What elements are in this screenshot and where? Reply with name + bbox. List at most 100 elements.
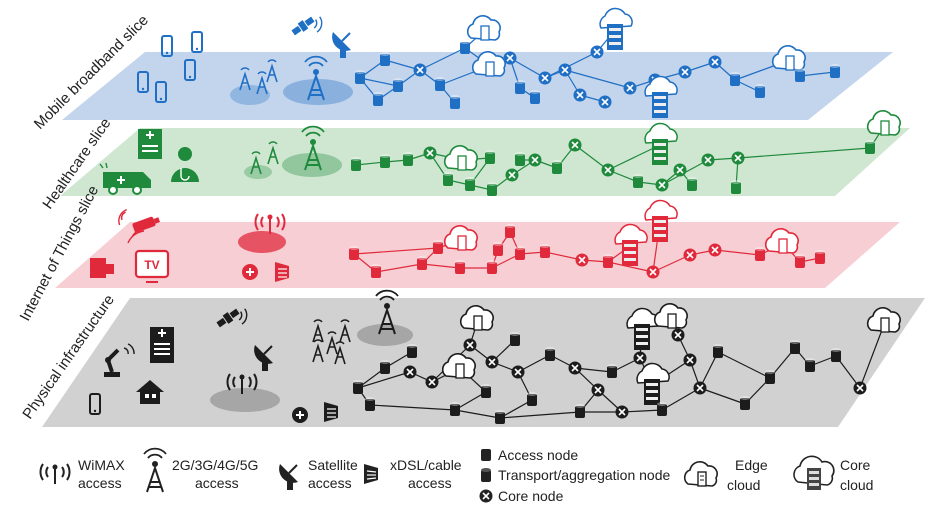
- phys-access-node: [765, 370, 775, 384]
- iot-access-node: [493, 242, 503, 256]
- phys-access-node: [657, 402, 667, 416]
- iot-access-node: [515, 246, 525, 260]
- house-icon: [136, 380, 164, 404]
- mobile-access-node: [435, 77, 445, 91]
- mobile-core-node: [558, 63, 572, 77]
- health-edge-cloud-icon: [866, 110, 901, 136]
- phys-access-node: [545, 347, 555, 361]
- mobile-edge-cloud-icon: [771, 45, 806, 71]
- cellular-legend-icon: [143, 447, 167, 493]
- legend-satellite-2: access: [308, 475, 352, 491]
- camera-icon: [118, 208, 161, 233]
- mobile-core-node: [678, 65, 692, 79]
- network-mobile: [355, 7, 840, 118]
- phys-access-node: [510, 332, 520, 346]
- health-core-node: [655, 178, 669, 192]
- core-cloud-legend-icon: [793, 455, 835, 490]
- phys-core-node: [591, 383, 605, 397]
- phys-access-node: [527, 392, 537, 406]
- phys-edge-cloud-icon: [653, 303, 688, 329]
- phys-access-node: [713, 344, 723, 358]
- health-core-node: [701, 153, 715, 167]
- mobile-access-node: [373, 92, 383, 106]
- legend-cellular-1: 2G/3G/4G/5G: [172, 457, 258, 473]
- health-core-node: [528, 153, 542, 167]
- router-icon: [292, 407, 308, 423]
- iot-access-node: [795, 254, 805, 268]
- smartphone-icon: [191, 31, 203, 53]
- radio-tower-icon: [312, 319, 324, 343]
- mobile-core-node: [413, 63, 427, 77]
- phys-core-node: [485, 355, 499, 369]
- legend-transport-node: Transport/aggregation node: [498, 467, 670, 483]
- radio-tower-icon: [334, 341, 346, 365]
- iot-access-node: [371, 264, 381, 278]
- radio-tower-icon: [326, 331, 338, 355]
- health-access-node: [515, 152, 525, 166]
- mobile-coverage-large: [283, 79, 353, 105]
- legend-core-2: cloud: [840, 477, 873, 493]
- health-core-cloud-icon: [644, 122, 678, 165]
- radio-tower-icon: [339, 319, 351, 343]
- satellite-dish-icon: [254, 345, 273, 371]
- mobile-access-node: [460, 40, 470, 54]
- satellite-icon: [291, 16, 323, 36]
- mobile-access-node: [730, 72, 740, 86]
- slice-icons: TV: [89, 16, 413, 423]
- health-access-node: [443, 172, 453, 186]
- health-access-node: [865, 140, 875, 154]
- legend-wimax-2: access: [78, 475, 122, 491]
- phys-wimax-coverage: [210, 388, 280, 412]
- health-access-node: [687, 177, 697, 191]
- phys-core-node: [615, 405, 629, 419]
- iot-access-node: [540, 244, 550, 258]
- health-coverage-small: [244, 165, 272, 179]
- legend-cellular-2: access: [195, 475, 239, 491]
- mobile-edge-cloud-icon: [471, 51, 506, 77]
- satellite-dish-legend-icon: [279, 464, 298, 490]
- iot-core-cloud-icon: [614, 223, 648, 266]
- phys-access-node: [495, 410, 505, 424]
- phys-core-node: [683, 353, 697, 367]
- health-access-node: [465, 177, 475, 191]
- mobile-core-node: [623, 81, 637, 95]
- iot-access-node: [815, 250, 825, 264]
- phys-core-node: [511, 365, 525, 379]
- mobile-access-node: [530, 90, 540, 104]
- phys-access-node: [740, 396, 750, 410]
- health-access-node: [487, 182, 497, 196]
- phys-access-node: [831, 348, 841, 362]
- phys-edge-cloud-icon: [459, 305, 494, 331]
- wimax-legend-icon: [39, 463, 71, 484]
- tv-label: TV: [144, 258, 159, 272]
- legend-xdsl-1: xDSL/cable: [390, 457, 462, 473]
- phys-core-cloud-icon: [636, 362, 670, 405]
- building-icon: [150, 327, 174, 363]
- smartphone-icon: [161, 35, 173, 57]
- health-core-node: [505, 168, 519, 182]
- radio-tower-icon: [267, 141, 279, 165]
- network-phys: [353, 303, 901, 424]
- phys-access-node: [607, 364, 617, 378]
- mobile-access-node: [795, 68, 805, 82]
- radio-tower-icon: [304, 55, 328, 101]
- health-core-node: [673, 163, 687, 177]
- phys-core-node: [693, 381, 707, 395]
- radio-tower-icon: [239, 67, 251, 91]
- satellite-dish-icon: [332, 32, 351, 58]
- mobile-access-node: [393, 78, 403, 92]
- health-access-node: [731, 180, 741, 194]
- xdsl-legend-icon: [364, 464, 378, 484]
- health-access-node: [633, 174, 643, 188]
- transport-node-legend-icon: [481, 468, 491, 482]
- iot-core-cloud-icon: [644, 199, 678, 242]
- network-health: [351, 110, 901, 196]
- phys-access-node: [805, 358, 815, 372]
- phys-core-node: [425, 375, 439, 389]
- core-node-legend-icon: [479, 489, 493, 503]
- mobile-edge-cloud-icon: [466, 15, 501, 41]
- iot-access-node: [603, 254, 613, 268]
- smartphone-icon: [155, 81, 167, 103]
- smartphone-icon: [137, 71, 149, 93]
- hospital-icon: [138, 129, 162, 159]
